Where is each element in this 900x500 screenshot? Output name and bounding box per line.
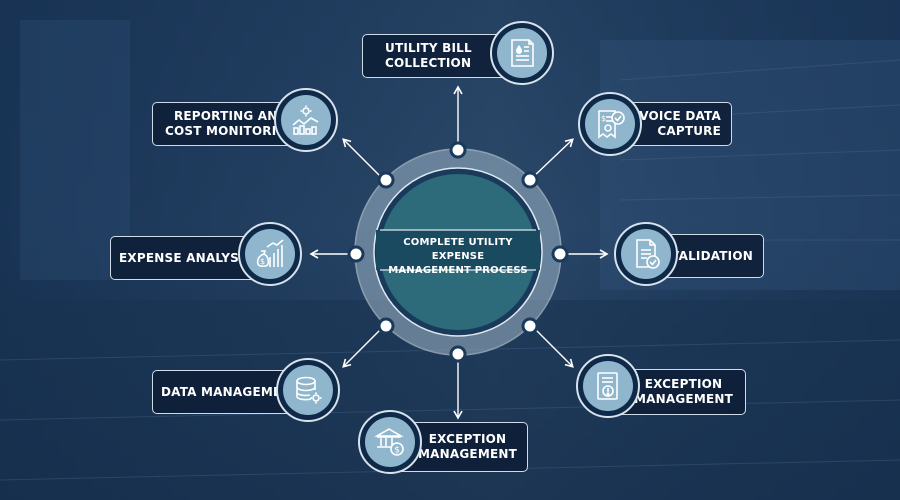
- node-label-line2: CAPTURE: [657, 124, 721, 138]
- database-gear-icon: [276, 358, 340, 422]
- invoice-capture-icon: $: [578, 92, 642, 156]
- hub-title-line2: MANAGEMENT PROCESS: [388, 265, 528, 276]
- validation-icon: [614, 222, 678, 286]
- node-label-line1: VALIDATION: [669, 248, 753, 263]
- ring-nodes: [347, 141, 569, 363]
- exception-alert-icon: [576, 354, 640, 418]
- node-label-line2: MANAGEMENT: [634, 392, 733, 406]
- connector-exception-right: [531, 325, 574, 368]
- svg-text:$: $: [601, 114, 606, 123]
- node-label-line1: DATA MANAGEMENT: [161, 384, 301, 399]
- node-label-line1: EXCEPTION: [644, 377, 723, 391]
- node-label-line1: EXPENSE ANALYSIS: [119, 250, 253, 265]
- money-bag-chart-icon: $: [238, 222, 302, 286]
- node-label-line2: MANAGEMENT: [418, 447, 517, 461]
- node-label-line1: EXCEPTION: [428, 432, 507, 446]
- node-label-line2: COST MONITORING: [165, 124, 297, 138]
- node-label-line1: REPORTING AND: [173, 109, 288, 123]
- hub-title-line1: COMPLETE UTILITY EXPENSE: [403, 237, 513, 262]
- node-label-line2: COLLECTION: [385, 56, 472, 70]
- hub-title-band: [376, 230, 540, 270]
- bank-payment-icon: $: [358, 410, 422, 474]
- node-expense-analysis: EXPENSE ANALYSIS: [110, 236, 258, 280]
- connector-reporting: [342, 138, 385, 181]
- connector-invoice-capture: [531, 138, 574, 179]
- hub-title: COMPLETE UTILITY EXPENSE MANAGEMENT PROC…: [378, 236, 538, 278]
- node-utility-bill-collection: UTILITY BILL COLLECTION: [362, 34, 512, 78]
- utility-bill-icon: [490, 21, 554, 85]
- node-label-line1: INVOICE DATA: [624, 109, 721, 123]
- svg-text:$: $: [260, 257, 265, 266]
- node-label-line1: UTILITY BILL: [385, 41, 472, 55]
- reporting-chart-icon: [274, 88, 338, 152]
- svg-text:$: $: [394, 446, 400, 456]
- connector-data-management: [342, 325, 385, 368]
